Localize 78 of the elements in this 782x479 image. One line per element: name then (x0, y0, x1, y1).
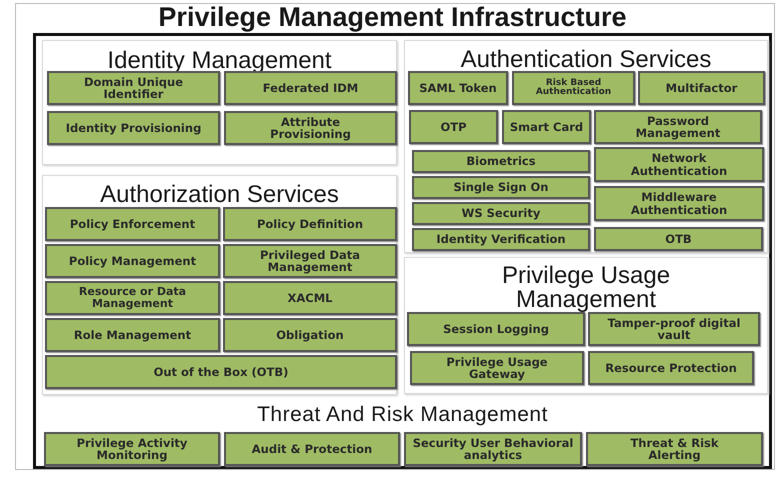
component-box (409, 110, 498, 144)
component-box (407, 312, 585, 346)
component-label: Attribute Provisioning (269, 116, 352, 140)
component-label: WS Security (460, 207, 542, 220)
component-label: Privilege Usage Gateway (445, 356, 549, 380)
component-box (45, 207, 220, 241)
component-box (223, 281, 397, 315)
component-label: Multifactor (664, 82, 738, 94)
component-box (45, 244, 220, 278)
component-box (44, 432, 220, 466)
component-box (594, 110, 762, 144)
component-box (410, 351, 584, 385)
component-box (47, 71, 220, 105)
component-box (408, 71, 508, 105)
component-box (224, 111, 397, 145)
category-panel (404, 40, 768, 253)
component-label: Out of the Box (OTB) (152, 366, 290, 378)
component-box (412, 150, 590, 173)
component-label: Tamper-proof digital vault (606, 316, 742, 342)
component-box (45, 281, 220, 315)
component-box (588, 312, 760, 346)
panel-heading: Authorization Services (99, 183, 340, 207)
component-label: Biometrics (465, 155, 537, 168)
component-label: Privilege Activity Monitoring (76, 436, 188, 462)
component-box (512, 71, 635, 105)
component-box (47, 111, 220, 145)
panel-heading: Identity Management (106, 49, 333, 73)
component-box (404, 432, 582, 466)
component-label: Resource or Data Management (78, 286, 188, 310)
component-label: Session Logging (442, 322, 550, 336)
component-label: Middleware Authentication (630, 191, 728, 216)
component-label: Security User Behavioral analytics (412, 436, 574, 462)
component-box (638, 71, 765, 105)
component-box (412, 228, 590, 251)
category-panel (42, 40, 397, 165)
component-box (412, 202, 590, 225)
component-box (594, 186, 764, 221)
component-label: SAML Token (418, 82, 498, 94)
section-heading: Threat And Risk Management (256, 404, 549, 425)
component-box (223, 207, 397, 241)
category-panel (42, 175, 397, 395)
panel-heading: Authentication Services (460, 48, 712, 72)
component-box (594, 227, 763, 251)
component-label: Role Management (72, 328, 192, 342)
component-label: Smart Card (508, 120, 584, 134)
component-box (502, 110, 591, 144)
component-label: OTP (439, 120, 468, 134)
component-label: Single Sign On (452, 181, 550, 194)
component-label: Password Management (634, 114, 722, 140)
category-panel (404, 257, 768, 394)
component-box (223, 318, 397, 352)
component-label: Identity Provisioning (64, 122, 202, 134)
component-label: Threat & Risk Alerting (629, 436, 720, 462)
component-box (45, 355, 397, 389)
panel-heading: Privilege Usage Management (500, 264, 672, 312)
component-label: Identity Verification (435, 233, 567, 246)
component-label: Domain Unique Identifier (82, 76, 184, 100)
component-label: OTB (664, 232, 693, 246)
component-label: Audit & Protection (250, 442, 374, 456)
component-box (224, 71, 397, 105)
component-label: Privileged Data Management (258, 248, 362, 274)
component-label: Network Authentication (630, 152, 728, 177)
component-label: Resource Protection (604, 362, 738, 374)
component-label: Obligation (275, 328, 345, 342)
component-box (45, 318, 220, 352)
frame-heading: Privilege Management Infrastructure (157, 4, 628, 31)
component-box (223, 244, 397, 278)
component-label: Risk Based Authentication (534, 78, 612, 98)
component-box (224, 432, 400, 466)
component-box (594, 147, 764, 182)
component-box (412, 176, 590, 199)
component-box (586, 432, 763, 466)
component-label: Federated IDM (262, 82, 360, 94)
component-label: Policy Management (68, 254, 198, 268)
component-box (588, 351, 754, 385)
component-label: Policy Definition (256, 218, 364, 230)
component-label: XACML (286, 292, 334, 304)
component-label: Policy Enforcement (68, 218, 196, 230)
